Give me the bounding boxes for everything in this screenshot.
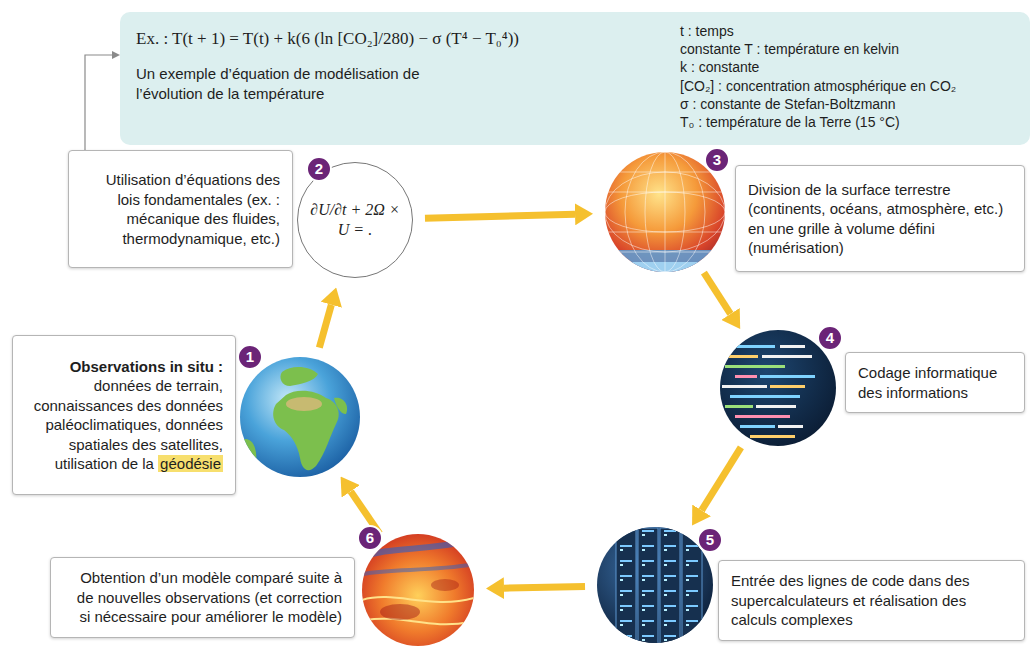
step-box: Observations in situ :données de terrain… bbox=[12, 335, 236, 495]
step-box: Division de la surface terrestre (contin… bbox=[735, 165, 1025, 272]
step-box: Utilisation d’équations des lois fondame… bbox=[68, 150, 293, 268]
step-content: Codage informatique des informations bbox=[858, 363, 1012, 402]
climate-globe-picture bbox=[360, 534, 476, 646]
step-number: 4 bbox=[817, 325, 843, 351]
cycle-arrow bbox=[425, 214, 575, 218]
step-content: Utilisation d’équations des lois fondame… bbox=[81, 170, 280, 248]
step-number: 5 bbox=[697, 527, 723, 553]
step-text: Division de la surface terrestre (contin… bbox=[748, 180, 1012, 258]
equation-circle: 2∂U/∂t + 2Ω × U = . bbox=[297, 162, 413, 278]
step-text: Codage informatique des informations bbox=[858, 363, 1012, 402]
definition-column: t : tempsconstante T : température en ke… bbox=[680, 22, 1020, 131]
step-heading: Observations in situ : bbox=[25, 357, 223, 377]
step-number: 3 bbox=[704, 147, 730, 173]
variable-definition: σ : constante de Stefan-Boltzmann bbox=[680, 95, 1020, 113]
step-content: Observations in situ :données de terrain… bbox=[25, 357, 223, 474]
variable-definition: constante T : température en kelvin bbox=[680, 40, 1020, 58]
equation-caption: Un exemple d’équation de modélisation de… bbox=[136, 64, 466, 103]
equation-panel: Ex. : T(t + 1) = T(t) + k(6 (ln [CO₂]/28… bbox=[120, 12, 1030, 145]
variable-definition: [CO₂] : concentration atmosphérique en C… bbox=[680, 77, 1020, 95]
server-globe: 5 bbox=[597, 527, 713, 643]
step-box: Obtention d’un modèle comparé suite à de… bbox=[50, 557, 355, 638]
variable-definition: T₀ : température de la Terre (15 °C) bbox=[680, 113, 1020, 131]
cycle-arrow bbox=[704, 273, 731, 314]
step-text: Obtention d’un modèle comparé suite à de… bbox=[63, 568, 342, 627]
fluid-equation: ∂U/∂t + 2Ω × U = . bbox=[308, 200, 402, 240]
step-number: 2 bbox=[306, 156, 332, 182]
step-number: 6 bbox=[357, 525, 383, 551]
code-globe-picture bbox=[720, 330, 836, 446]
model-equation: Ex. : T(t + 1) = T(t) + k(6 (ln [CO₂]/28… bbox=[136, 28, 656, 50]
earth-globe-picture bbox=[240, 357, 360, 477]
leader-arrow bbox=[85, 55, 112, 150]
variable-definition: t : temps bbox=[680, 22, 1020, 40]
cycle-arrow bbox=[702, 447, 741, 510]
code-globe: 4 bbox=[720, 330, 836, 446]
climate-globe: 6 bbox=[362, 534, 474, 646]
step-text: Entrée des lignes de code dans des super… bbox=[731, 571, 1012, 630]
earth-globe: 1 bbox=[240, 357, 360, 477]
variable-definition: k : constante bbox=[680, 58, 1020, 76]
grid-globe: 3 bbox=[605, 152, 725, 272]
cycle-arrow bbox=[319, 305, 331, 348]
step-content: Entrée des lignes de code dans des super… bbox=[731, 571, 1012, 630]
highlighted-term: géodésie bbox=[158, 455, 223, 472]
equation-column: Ex. : T(t + 1) = T(t) + k(6 (ln [CO₂]/28… bbox=[136, 28, 656, 103]
step-text: Utilisation d’équations des lois fondame… bbox=[81, 170, 280, 248]
cycle-arrow bbox=[504, 586, 585, 588]
step-box: Codage informatique des informations bbox=[845, 352, 1025, 413]
step-content: Division de la surface terrestre (contin… bbox=[748, 180, 1012, 258]
step-content: Obtention d’un modèle comparé suite à de… bbox=[63, 568, 342, 627]
server-globe-picture bbox=[597, 527, 713, 648]
step-number: 1 bbox=[237, 344, 263, 370]
step-paragraph: données de terrain, connaissances des do… bbox=[25, 376, 223, 474]
step-box: Entrée des lignes de code dans des super… bbox=[718, 560, 1025, 641]
